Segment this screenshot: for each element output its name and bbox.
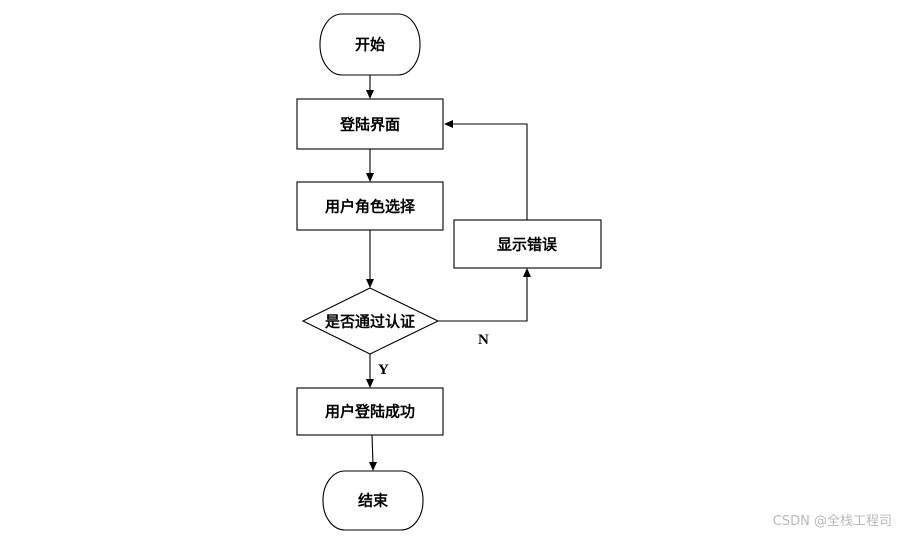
error-process-box: [453, 219, 602, 269]
end-terminator-shape: [322, 470, 424, 531]
arrowhead-decision-to-success: [366, 379, 374, 388]
node-start: 开始: [319, 13, 421, 76]
node-end: 结束: [322, 470, 424, 531]
node-decision: 是否通过认证: [301, 287, 440, 355]
start-terminator-shape: [319, 13, 421, 76]
end-label: 结束: [358, 492, 389, 510]
success-process-box: [296, 387, 444, 436]
arrowhead-error-to-login: [444, 120, 453, 128]
edge-decision-to-error: [438, 276, 528, 322]
branch-label-yes: Y: [378, 362, 389, 378]
arrowhead-login-to-role: [366, 173, 374, 182]
decision-label: 是否通过认证: [324, 313, 415, 331]
login-process-box: [296, 98, 444, 150]
decision-diamond: [301, 287, 440, 355]
node-login: 登陆界面: [296, 98, 444, 150]
watermark-text: CSDN @全栈工程司: [772, 514, 892, 529]
edge-error-to-login: [452, 123, 528, 220]
success-label: 用户登陆成功: [325, 403, 415, 421]
arrowhead-success-to-end: [369, 462, 377, 471]
arrowhead-role-to-decision: [366, 279, 374, 288]
login-label: 登陆界面: [339, 116, 400, 134]
arrowhead-decision-to-error: [523, 268, 531, 277]
role-select-label: 用户角色选择: [325, 198, 416, 216]
arrowhead-start-to-login: [366, 90, 374, 99]
role-select-process-box: [296, 181, 444, 231]
start-label: 开始: [355, 36, 385, 54]
branch-label-no: N: [478, 332, 489, 348]
node-success: 用户登陆成功: [296, 387, 444, 436]
edge-success-to-end: [371, 434, 374, 465]
connectors: [366, 75, 531, 471]
error-label: 显示错误: [497, 236, 558, 254]
node-role-select: 用户角色选择: [296, 181, 444, 231]
node-error: 显示错误: [453, 219, 602, 269]
